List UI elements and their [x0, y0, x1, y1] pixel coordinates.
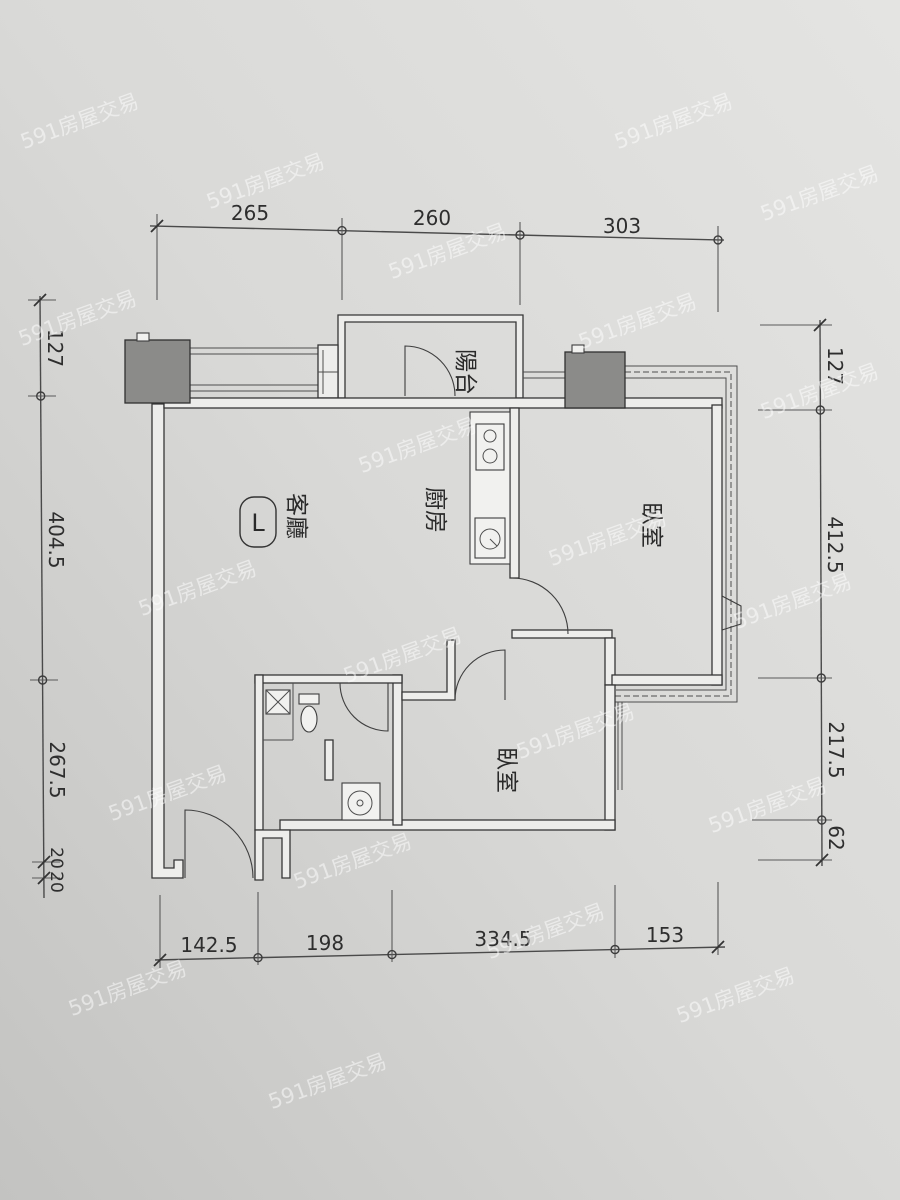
bedroom-1-bottom-wall — [611, 674, 723, 686]
bathroom-door — [339, 682, 389, 732]
entry-wall — [254, 829, 291, 881]
dimension-bottom-4: 153 — [646, 923, 684, 947]
stove — [475, 423, 505, 471]
entry-door — [184, 809, 254, 879]
doors — [184, 577, 569, 879]
dimension-node — [713, 235, 723, 245]
stove-burner-icon — [483, 429, 497, 443]
sink-basin-icon — [479, 528, 501, 550]
dimension-top-2: 260 — [413, 206, 451, 230]
dimension-bottom: 142.5 198 334.5 153 — [153, 882, 726, 968]
balcony-door — [404, 345, 456, 397]
dimension-bottom-2: 198 — [306, 931, 344, 955]
window-top-middle — [523, 371, 565, 379]
dimension-top-3: 303 — [603, 214, 641, 238]
dimension-tick — [711, 940, 725, 954]
kitchen-sink — [474, 517, 506, 559]
room-label-living-room: 客廳 — [283, 493, 309, 539]
room-label-bedroom-1: 臥室 — [638, 502, 664, 548]
dimension-node — [337, 225, 347, 236]
dimension-top-1: 265 — [231, 201, 269, 225]
bay-window-outer — [612, 365, 738, 703]
dimension-right-1: 127 — [823, 347, 847, 385]
living-room-tag: L — [251, 509, 265, 537]
column-notch — [571, 344, 585, 354]
bay-window-middle — [614, 371, 732, 697]
right-exterior-wall — [711, 404, 723, 686]
dimension-node — [515, 230, 525, 240]
dimension-tick — [153, 953, 167, 967]
toilet-bowl-icon — [300, 705, 318, 733]
dimension-node — [37, 675, 48, 685]
room-label-bedroom-2: 臥室 — [493, 747, 519, 793]
dimension-line-top — [149, 225, 725, 241]
shower-cross — [265, 689, 291, 715]
dimension-line-right — [819, 319, 823, 867]
dimension-node — [610, 944, 620, 955]
side-window-sash — [721, 595, 742, 631]
washbasin-bowl-icon — [347, 790, 373, 816]
kitchen-bedroom-wall — [509, 407, 520, 579]
dimension-left: 127 404.5 267.5 20 20 — [28, 293, 69, 899]
dimension-right-3: 217.5 — [824, 721, 848, 778]
dimension-bottom-3: 334.5 — [474, 927, 531, 951]
toilet-tank-icon — [298, 693, 320, 705]
dimension-tick — [33, 293, 47, 307]
bedroom-2-left-wall — [392, 674, 403, 826]
left-exterior-wall — [151, 403, 184, 879]
column-notch — [136, 332, 150, 342]
dimension-left-5: 20 — [46, 871, 66, 893]
column-top-right — [564, 351, 626, 409]
walls — [151, 397, 723, 881]
kitchen-bedroom-door — [511, 577, 569, 635]
bay-window-inner — [616, 377, 727, 691]
dimension-node — [817, 815, 827, 825]
dimension-node — [387, 949, 397, 960]
dimension-bottom-1: 142.5 — [180, 933, 237, 957]
bedroom-2-door — [454, 649, 506, 701]
bathroom-fixtures — [263, 683, 381, 821]
dimension-node — [36, 391, 46, 401]
washbasin-drain-icon — [356, 799, 364, 807]
dimension-node — [816, 673, 826, 683]
bathroom-left-wall — [254, 674, 264, 831]
dimension-node — [815, 405, 825, 415]
dimension-left-1: 127 — [43, 329, 67, 367]
bathroom-partition — [324, 739, 334, 781]
bay-window — [612, 365, 742, 703]
bedroom-2-bottom-wall — [279, 819, 616, 831]
dimension-tick — [37, 871, 51, 885]
column-top-left — [124, 339, 191, 404]
kitchen-fixtures — [469, 411, 511, 565]
dimension-tick — [813, 318, 827, 332]
top-exterior-wall — [163, 397, 723, 409]
bedroom-divider-wall — [511, 629, 613, 639]
living-room-tag-badge — [239, 496, 277, 548]
dimension-tick — [150, 219, 164, 233]
dimension-right-4: 62 — [824, 825, 848, 850]
room-label-kitchen: 廚房 — [422, 487, 448, 533]
dimension-left-2: 404.5 — [44, 511, 68, 568]
dimension-left-4: 20 — [46, 847, 66, 869]
dimension-tick — [37, 855, 51, 869]
dimension-tick — [815, 853, 829, 867]
columns — [124, 332, 626, 409]
dimension-line-bottom — [154, 946, 726, 961]
stove-burner-icon — [482, 448, 498, 464]
room-label-balcony: 陽台 — [452, 349, 478, 395]
dimension-node — [253, 953, 263, 963]
sink-drain-icon — [489, 538, 498, 547]
dimension-right: 127 412.5 217.5 62 — [752, 318, 848, 867]
room-labels: 陽台 廚房 客廳 L 臥室 臥室 — [239, 349, 664, 793]
dimension-right-2: 412.5 — [823, 516, 847, 573]
dimension-left-3: 267.5 — [45, 741, 69, 798]
dimension-top: 265 260 303 — [149, 201, 725, 312]
window-top-left — [190, 347, 318, 392]
